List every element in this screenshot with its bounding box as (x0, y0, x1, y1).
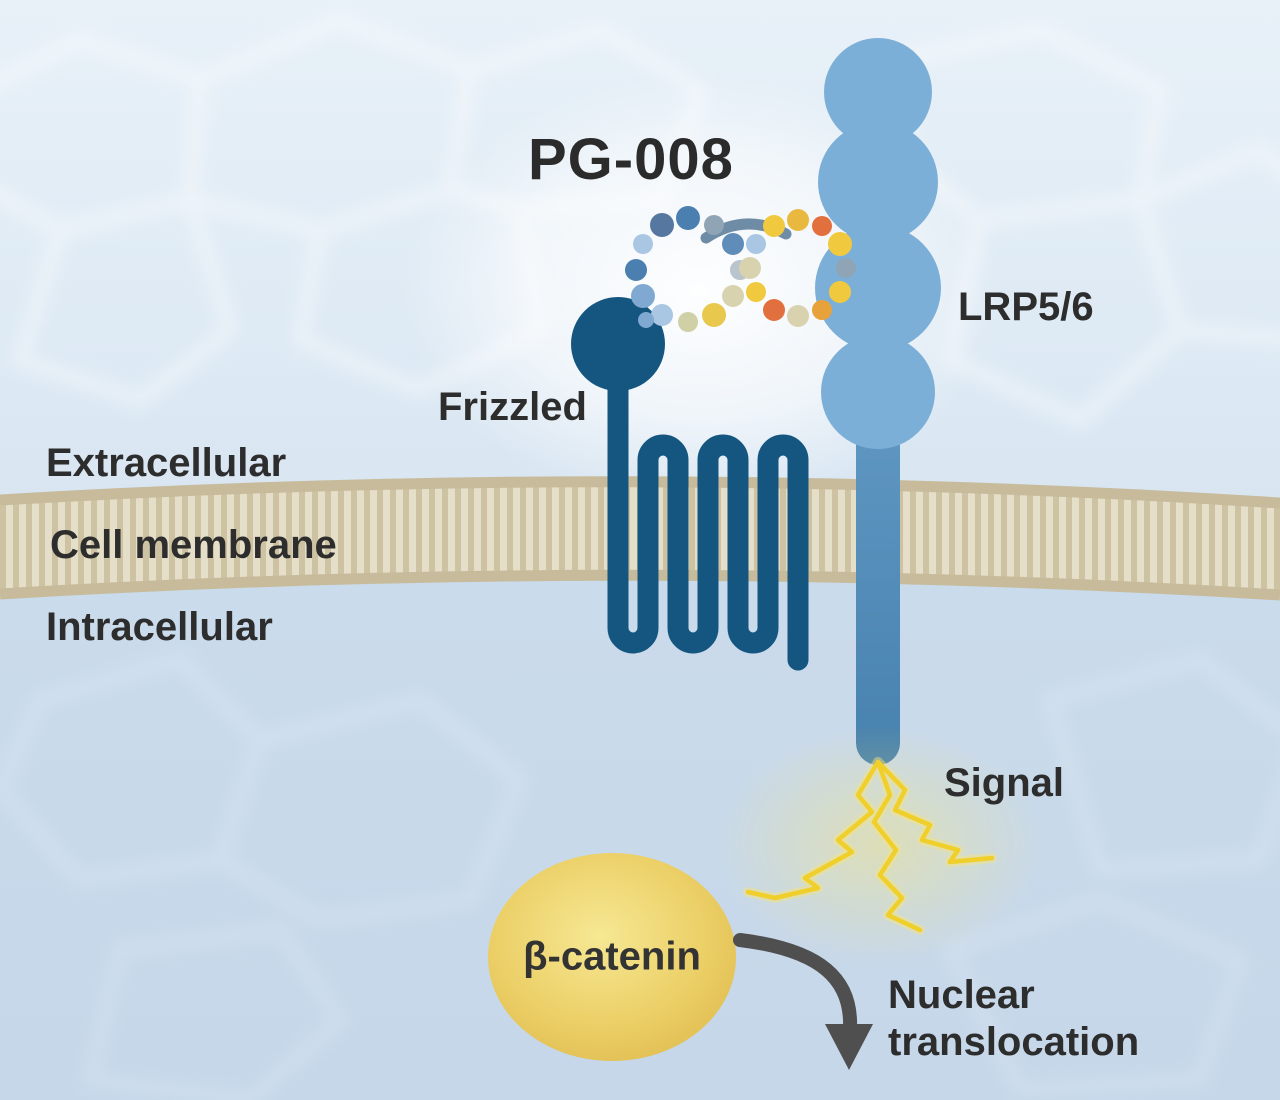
label-cell-membrane: Cell membrane (50, 523, 337, 567)
arrow-head (825, 1024, 873, 1070)
signal-bolt-left (745, 759, 881, 901)
signal-bolt-center (871, 759, 923, 933)
label-signal: Signal (944, 761, 1065, 805)
lrp-domain-3 (815, 225, 941, 351)
lrp-receptor (815, 38, 941, 765)
lrp-stalk (856, 370, 900, 765)
label-beta-catenin: β-catenin (523, 934, 701, 979)
beta-catenin-ellipse (488, 853, 736, 1061)
lrp-domain-2 (818, 122, 938, 242)
signal-lightning (715, 725, 1045, 965)
pg008-molecule (625, 206, 856, 332)
intracellular-texture (0, 651, 1280, 1100)
molecule-ring-2 (739, 209, 856, 327)
frizzled-head (571, 297, 665, 391)
nuclear-translocation-arrow (733, 933, 873, 1070)
label-extracellular: Extracellular (46, 441, 287, 485)
lrp-domain-4 (821, 335, 935, 449)
lrp-domain-1 (824, 38, 932, 146)
molecule-trail-bead (638, 312, 654, 328)
diagram-title: PG-008 (528, 127, 734, 192)
frizzled-serpentine (607, 334, 809, 671)
label-nuclear-translocation: Nuclear translocation (888, 973, 1140, 1065)
label-lrp: LRP5/6 (958, 285, 1094, 329)
label-intracellular: Intracellular (46, 605, 273, 649)
signal-bolt-right (875, 759, 995, 865)
arrow-shaft (733, 933, 858, 1035)
label-frizzled: Frizzled (438, 385, 587, 429)
